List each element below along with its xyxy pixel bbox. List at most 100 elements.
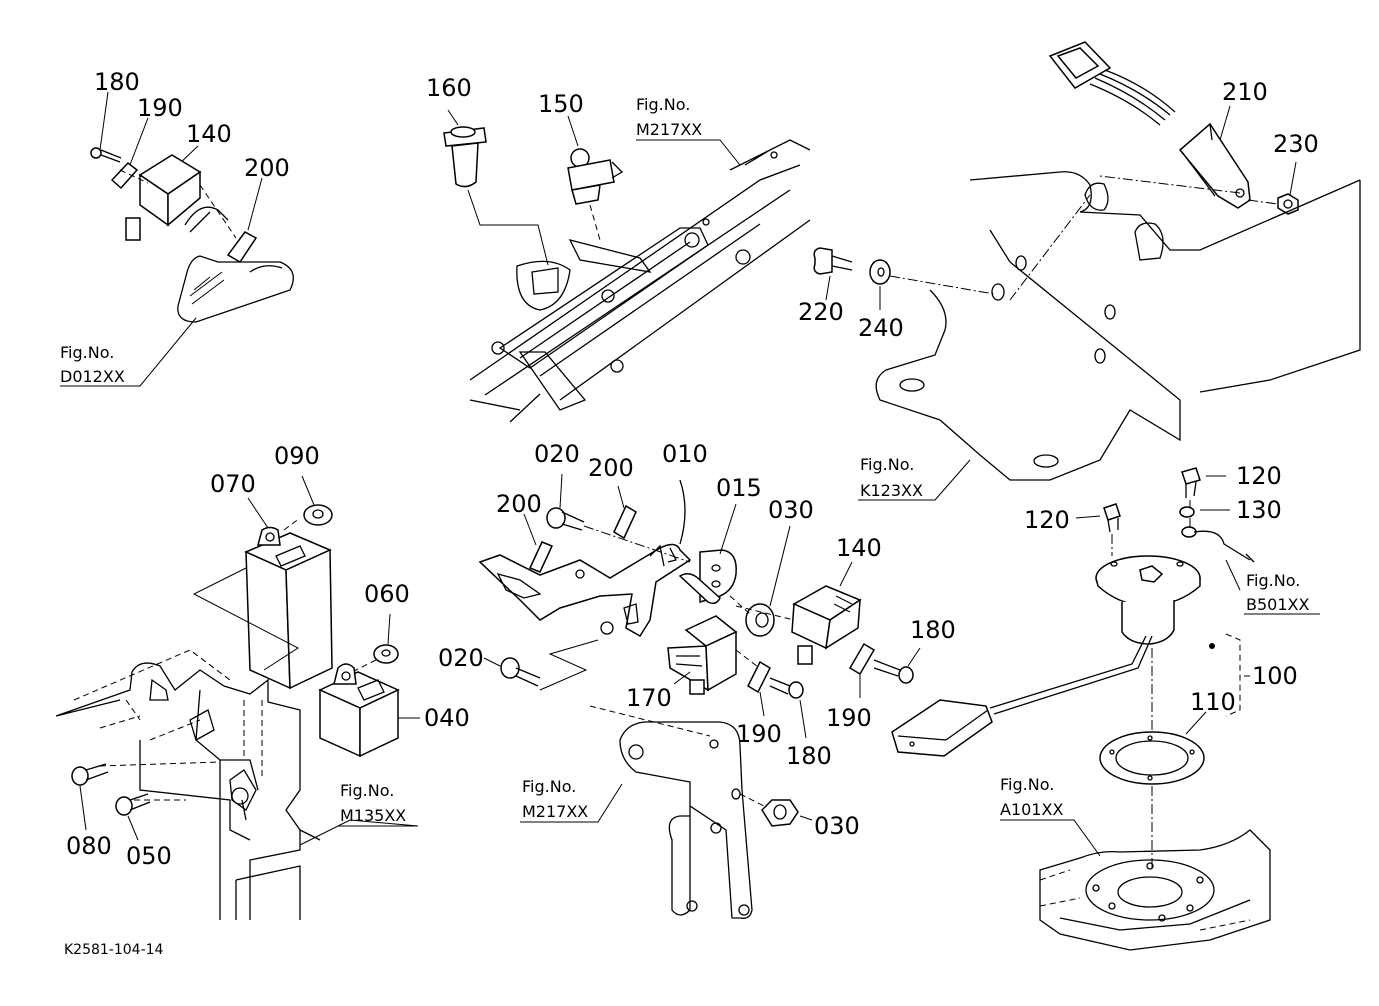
part-label-200: 200 bbox=[244, 154, 290, 182]
part-label-030-upper: 030 bbox=[768, 496, 814, 524]
bracket-icon bbox=[177, 206, 294, 323]
fig-ref-m217-bottom: M217XX bbox=[522, 802, 588, 821]
frame-rail-icon bbox=[469, 139, 811, 423]
plate-190-icon bbox=[110, 161, 139, 190]
group-right-fuel-sender bbox=[891, 467, 1320, 951]
diagram-code: K2581-104-14 bbox=[64, 942, 164, 958]
fig-ref-label: Fig.No. bbox=[522, 777, 576, 796]
part-label-240: 240 bbox=[858, 314, 904, 342]
part-label-100: 100 bbox=[1252, 662, 1298, 690]
relay-040-icon bbox=[318, 663, 400, 758]
group-top-left-switch bbox=[60, 91, 294, 387]
part-label-090: 090 bbox=[274, 442, 320, 470]
fig-ref-a101: A101XX bbox=[1000, 800, 1063, 819]
part-label-150: 150 bbox=[538, 90, 584, 118]
tank-top-icon bbox=[1039, 829, 1271, 951]
washer-130-icon bbox=[1179, 506, 1197, 538]
plate-190-center-icon bbox=[747, 660, 771, 694]
mounting-bracket-icon bbox=[875, 171, 1361, 481]
part-label-130: 130 bbox=[1236, 496, 1282, 524]
sender-body-icon bbox=[1121, 600, 1175, 645]
part-label-210: 210 bbox=[1222, 78, 1268, 106]
part-label-120-left: 120 bbox=[1024, 506, 1070, 534]
part-label-070: 070 bbox=[210, 470, 256, 498]
fig-ref-label: Fig.No. bbox=[636, 95, 690, 114]
part-label-190: 190 bbox=[137, 94, 183, 122]
relay-070-icon bbox=[244, 526, 333, 690]
plate-190-right-icon bbox=[848, 642, 876, 676]
group-top-center-lamps bbox=[443, 109, 811, 423]
part-label-080: 080 bbox=[66, 832, 112, 860]
part-label-200-upper: 200 bbox=[588, 454, 634, 482]
part-label-170: 170 bbox=[626, 684, 672, 712]
part-label-040: 040 bbox=[424, 704, 470, 732]
fig-ref-label: Fig.No. bbox=[1246, 571, 1300, 590]
bolt-180-icon bbox=[90, 147, 122, 163]
plate-200-right-icon bbox=[613, 504, 637, 540]
bolt-020-lower-icon bbox=[500, 657, 541, 687]
part-label-020-upper: 020 bbox=[534, 440, 580, 468]
part-label-220: 220 bbox=[798, 298, 844, 326]
plate-200-icon bbox=[226, 231, 258, 264]
part-label-120-right: 120 bbox=[1236, 462, 1282, 490]
float-arm-icon bbox=[989, 635, 1153, 715]
sensor-210-icon bbox=[1178, 122, 1251, 209]
part-label-050: 050 bbox=[126, 842, 172, 870]
fig-ref-label: Fig.No. bbox=[1000, 775, 1054, 794]
part-label-180-right: 180 bbox=[910, 616, 956, 644]
lead-wire-icon bbox=[1193, 530, 1255, 563]
plate-015-icon bbox=[678, 549, 737, 605]
part-label-190-center: 190 bbox=[736, 720, 782, 748]
nut-030-lower-icon bbox=[761, 799, 799, 827]
bracket-010-icon bbox=[478, 543, 692, 638]
part-label-015: 015 bbox=[716, 474, 762, 502]
sender-flange-icon bbox=[1095, 555, 1201, 607]
bolt-120-left-icon bbox=[1103, 503, 1121, 533]
group-center-bracket bbox=[478, 473, 921, 919]
part-label-060: 060 bbox=[364, 580, 410, 608]
pedal-bracket-icon bbox=[619, 721, 753, 919]
switch-140-icon bbox=[125, 154, 202, 241]
part-label-010: 010 bbox=[662, 440, 708, 468]
fig-ref-m135: M135XX bbox=[340, 806, 406, 825]
fig-ref-b501: B501XX bbox=[1246, 595, 1309, 614]
bolt-220-icon bbox=[813, 247, 853, 275]
part-label-140: 140 bbox=[186, 120, 232, 148]
gasket-110-icon bbox=[1099, 731, 1205, 785]
part-label-110: 110 bbox=[1190, 688, 1236, 716]
washer-240-icon bbox=[869, 259, 891, 285]
part-label-180-center: 180 bbox=[786, 742, 832, 770]
switch-170-icon bbox=[667, 615, 738, 695]
connector-icon bbox=[1048, 41, 1176, 126]
bolt-180-center-icon bbox=[769, 677, 804, 699]
grommet-090-icon bbox=[303, 504, 333, 526]
figure-reference-labels: Fig.No. D012XX Fig.No. M217XX Fig.No. K1… bbox=[60, 95, 1309, 825]
plate-200-left-icon bbox=[528, 541, 554, 573]
panel-opening-icon bbox=[516, 260, 571, 311]
bolt-050-icon bbox=[115, 793, 151, 816]
fig-ref-k123: K123XX bbox=[860, 481, 923, 500]
switch-140-center-icon bbox=[791, 585, 862, 665]
part-label-190-right: 190 bbox=[826, 704, 872, 732]
bolt-020-upper-icon bbox=[546, 507, 585, 531]
switch-150-icon bbox=[567, 148, 624, 205]
fig-ref-m217-top: M217XX bbox=[636, 120, 702, 139]
part-label-030-lower: 030 bbox=[814, 812, 860, 840]
lamp-socket-160-icon bbox=[443, 126, 487, 188]
part-label-020-lower: 020 bbox=[438, 644, 484, 672]
grommet-060-icon bbox=[373, 644, 399, 664]
fig-ref-d012: D012XX bbox=[60, 367, 125, 386]
part-label-230: 230 bbox=[1273, 130, 1319, 158]
part-label-180: 180 bbox=[94, 68, 140, 96]
float-icon bbox=[891, 699, 993, 757]
bolt-120-right-icon bbox=[1181, 467, 1201, 498]
bolt-080-icon bbox=[71, 763, 109, 786]
part-label-160: 160 bbox=[426, 74, 472, 102]
fig-ref-label: Fig.No. bbox=[860, 455, 914, 474]
part-label-200-left: 200 bbox=[496, 490, 542, 518]
frame-structure-icon bbox=[55, 662, 321, 920]
part-number-labels: 180 190 140 200 160 150 210 230 220 240 … bbox=[66, 68, 1319, 870]
group-top-right-sensor bbox=[813, 41, 1361, 501]
